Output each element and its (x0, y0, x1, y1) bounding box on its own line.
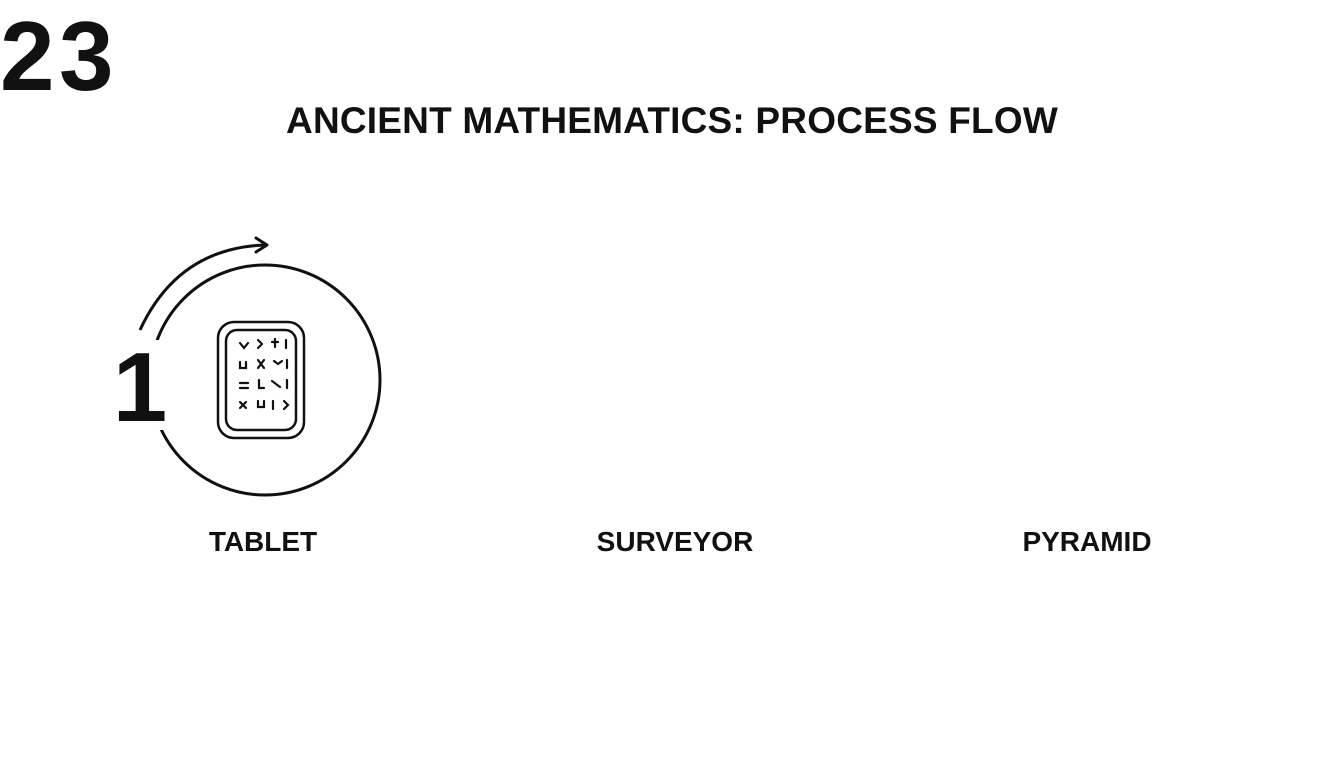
step-2-number-backdrop: 2 (0, 1, 59, 111)
step-3-cycle-arrow: 3 (59, 1, 114, 111)
step-1-number-backdrop (132, 340, 202, 430)
step-1: 1 (113, 236, 382, 497)
step-1-number: 1 (113, 332, 168, 442)
step-3-label: PYRAMID (1022, 526, 1152, 557)
step-2: 2 (0, 1, 59, 111)
step-1-cycle-arrowhead (254, 236, 269, 254)
step-1-cycle-arrow (138, 243, 266, 331)
step-3-number: 3 (58, 1, 114, 111)
step-2-number: 2 (0, 1, 55, 111)
step-2-circle: 2 (0, 1, 59, 111)
step-3-circle: 3 (59, 1, 114, 111)
step-3: 3 (59, 1, 114, 111)
clay-tablet-icon (216, 320, 306, 440)
step-1-label: TABLET (208, 526, 318, 557)
step-3-number-backdrop: 3 (59, 1, 114, 111)
step-3-cycle-arrowhead: 3 (59, 1, 114, 111)
step-2-label: SURVEYOR (596, 526, 754, 557)
diagram-title: ANCIENT MATHEMATICS: PROCESS FLOW (286, 100, 1058, 141)
step-2-cycle-arrowhead: 2 (0, 1, 59, 111)
step-2-cycle-arrow: 2 (0, 1, 59, 111)
